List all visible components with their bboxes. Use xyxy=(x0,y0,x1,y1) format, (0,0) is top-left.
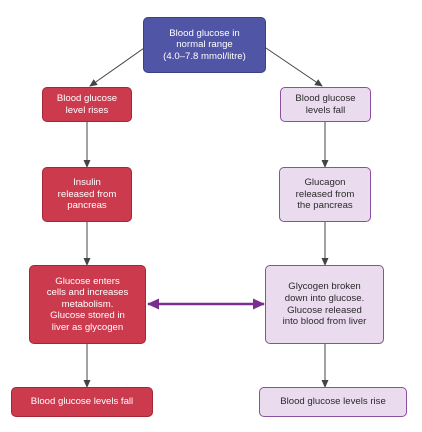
glycogen-broken-down-box: Glycogen broken down into glucose. Gluco… xyxy=(265,265,384,344)
levels-fall-box: Blood glucose levels fall xyxy=(280,87,371,122)
levels-fall-result-box: Blood glucose levels fall xyxy=(11,387,153,417)
insulin-box: Insulin released from pancreas xyxy=(42,167,132,222)
arrow-top-to-left xyxy=(89,45,148,87)
glucagon-box: Glucagon released from the pancreas xyxy=(279,167,371,222)
normal-range-box: Blood glucose in normal range (4.0–7.8 m… xyxy=(143,17,266,73)
levels-rise-result-box: Blood glucose levels rise xyxy=(259,387,407,417)
glucose-enters-cells-box: Glucose enters cells and increases metab… xyxy=(29,265,146,344)
level-rises-box: Blood glucose level rises xyxy=(42,87,132,122)
arrow-top-to-right xyxy=(262,45,323,87)
